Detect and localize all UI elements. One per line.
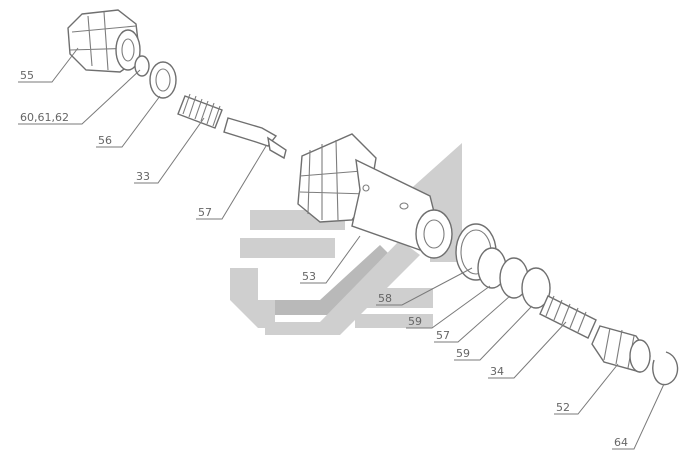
callout-33: 33	[136, 170, 150, 183]
leader-56	[96, 95, 161, 148]
callout-58: 58	[378, 292, 392, 305]
part-33-spring	[177, 93, 223, 129]
callout-59-second: 59	[456, 347, 470, 360]
leader-57b	[434, 295, 511, 343]
leader-58	[376, 267, 473, 306]
leader-59a	[406, 285, 491, 329]
callout-34: 34	[490, 365, 504, 378]
callout-57-upper: 57	[198, 206, 212, 219]
watermark-bar-2	[240, 238, 335, 258]
callout-55: 55	[20, 69, 34, 82]
callout-56: 56	[98, 134, 112, 147]
leader-60	[18, 69, 141, 125]
part-53-housing	[297, 133, 453, 259]
callout-64: 64	[614, 436, 628, 449]
callout-labels: 55 60,61,62 56 33 57 53 58 59 57 59 34 5…	[20, 69, 628, 449]
part-34-spring	[539, 295, 597, 339]
part-52-cap	[591, 325, 651, 373]
part-56-washer	[149, 61, 177, 99]
callout-60-61-62: 60,61,62	[20, 111, 69, 124]
watermark-bar-4	[355, 314, 433, 328]
leader-53	[300, 235, 361, 284]
leader-33	[134, 117, 205, 184]
watermark-stripe-1	[275, 245, 395, 315]
part-59-ring-b	[521, 267, 551, 309]
part-64-circlip	[652, 351, 679, 386]
watermark-stripe-2	[265, 240, 420, 335]
callout-53: 53	[302, 270, 316, 283]
watermark-chevron-left	[230, 268, 275, 328]
leader-lines	[18, 47, 665, 450]
leader-55	[18, 47, 79, 83]
leader-64	[612, 383, 665, 450]
leader-59b	[454, 305, 533, 361]
leader-57a	[196, 145, 267, 220]
part-55-nut	[67, 9, 141, 73]
callout-59-first: 59	[408, 315, 422, 328]
leader-52	[554, 363, 619, 415]
part-57-pin	[223, 117, 287, 160]
callout-52: 52	[556, 401, 570, 414]
callout-57-lower: 57	[436, 329, 450, 342]
leader-34	[488, 321, 567, 379]
